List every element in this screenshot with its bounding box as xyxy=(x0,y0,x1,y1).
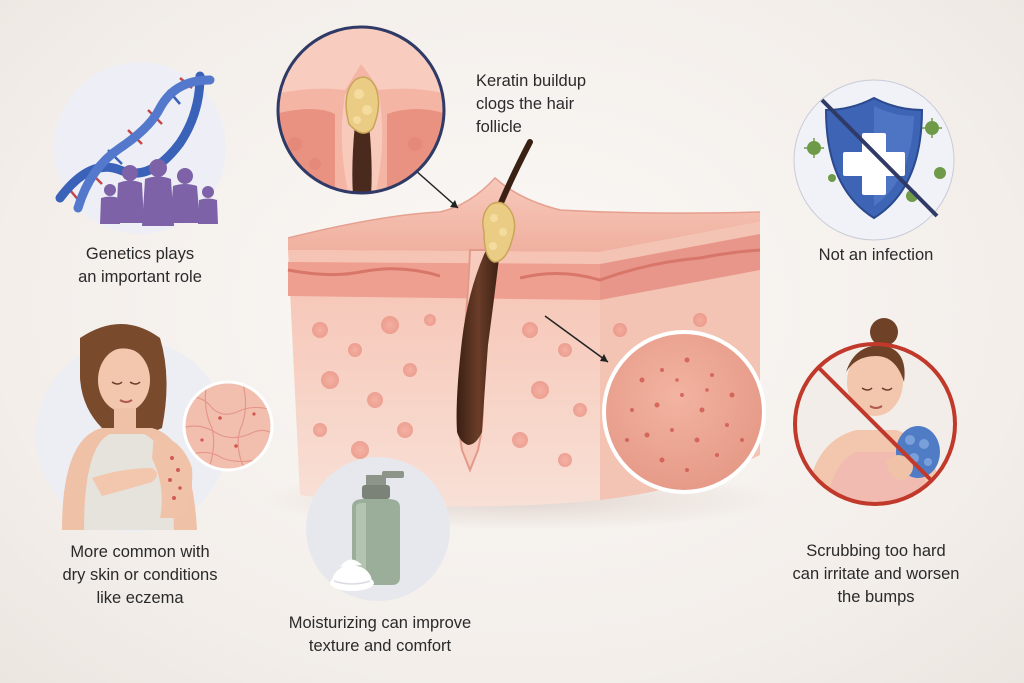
keratin-caption-line-3: follicle xyxy=(476,118,522,136)
dry-skin-caption-line-1: More common with xyxy=(70,543,210,561)
genetics-caption-line-2: an important role xyxy=(78,268,202,286)
dry-skin-caption: More common with dry skin or conditions … xyxy=(30,541,250,610)
eczema-woman-icon xyxy=(36,324,274,532)
clogged-follicle-zoom-icon xyxy=(276,25,446,195)
keratin-caption: Keratin buildup clogs the hair follicle xyxy=(476,70,586,139)
dna-family-icon xyxy=(54,62,226,234)
genetics-caption: Genetics plays an important role xyxy=(40,243,240,289)
scrubbing-caption: Scrubbing too hard can irritate and wors… xyxy=(760,540,992,609)
shield-no-infection-icon xyxy=(793,79,955,241)
scrubbing-caption-line-1: Scrubbing too hard xyxy=(806,542,946,560)
infection-caption: Not an infection xyxy=(776,244,976,267)
moisturizing-caption: Moisturizing can improve texture and com… xyxy=(268,612,492,658)
genetics-caption-line-1: Genetics plays xyxy=(85,245,195,263)
moisturizing-caption-line-1: Moisturizing can improve xyxy=(288,614,472,632)
dry-skin-caption-line-3: like eczema xyxy=(96,589,184,607)
moisturizing-caption-line-2: texture and comfort xyxy=(308,637,452,655)
skin-bumps-zoom-icon xyxy=(602,330,766,494)
infection-caption-line-1: Not an infection xyxy=(818,246,934,264)
lotion-bottle-icon xyxy=(306,457,450,601)
no-scrubbing-icon xyxy=(793,318,957,506)
dry-skin-caption-line-2: dry skin or conditions xyxy=(62,566,218,584)
scrubbing-caption-line-2: can irritate and worsen xyxy=(792,565,960,583)
keratin-caption-line-2: clogs the hair xyxy=(476,95,575,113)
keratin-caption-line-1: Keratin buildup xyxy=(476,72,587,90)
scrubbing-caption-line-3: the bumps xyxy=(837,588,915,606)
